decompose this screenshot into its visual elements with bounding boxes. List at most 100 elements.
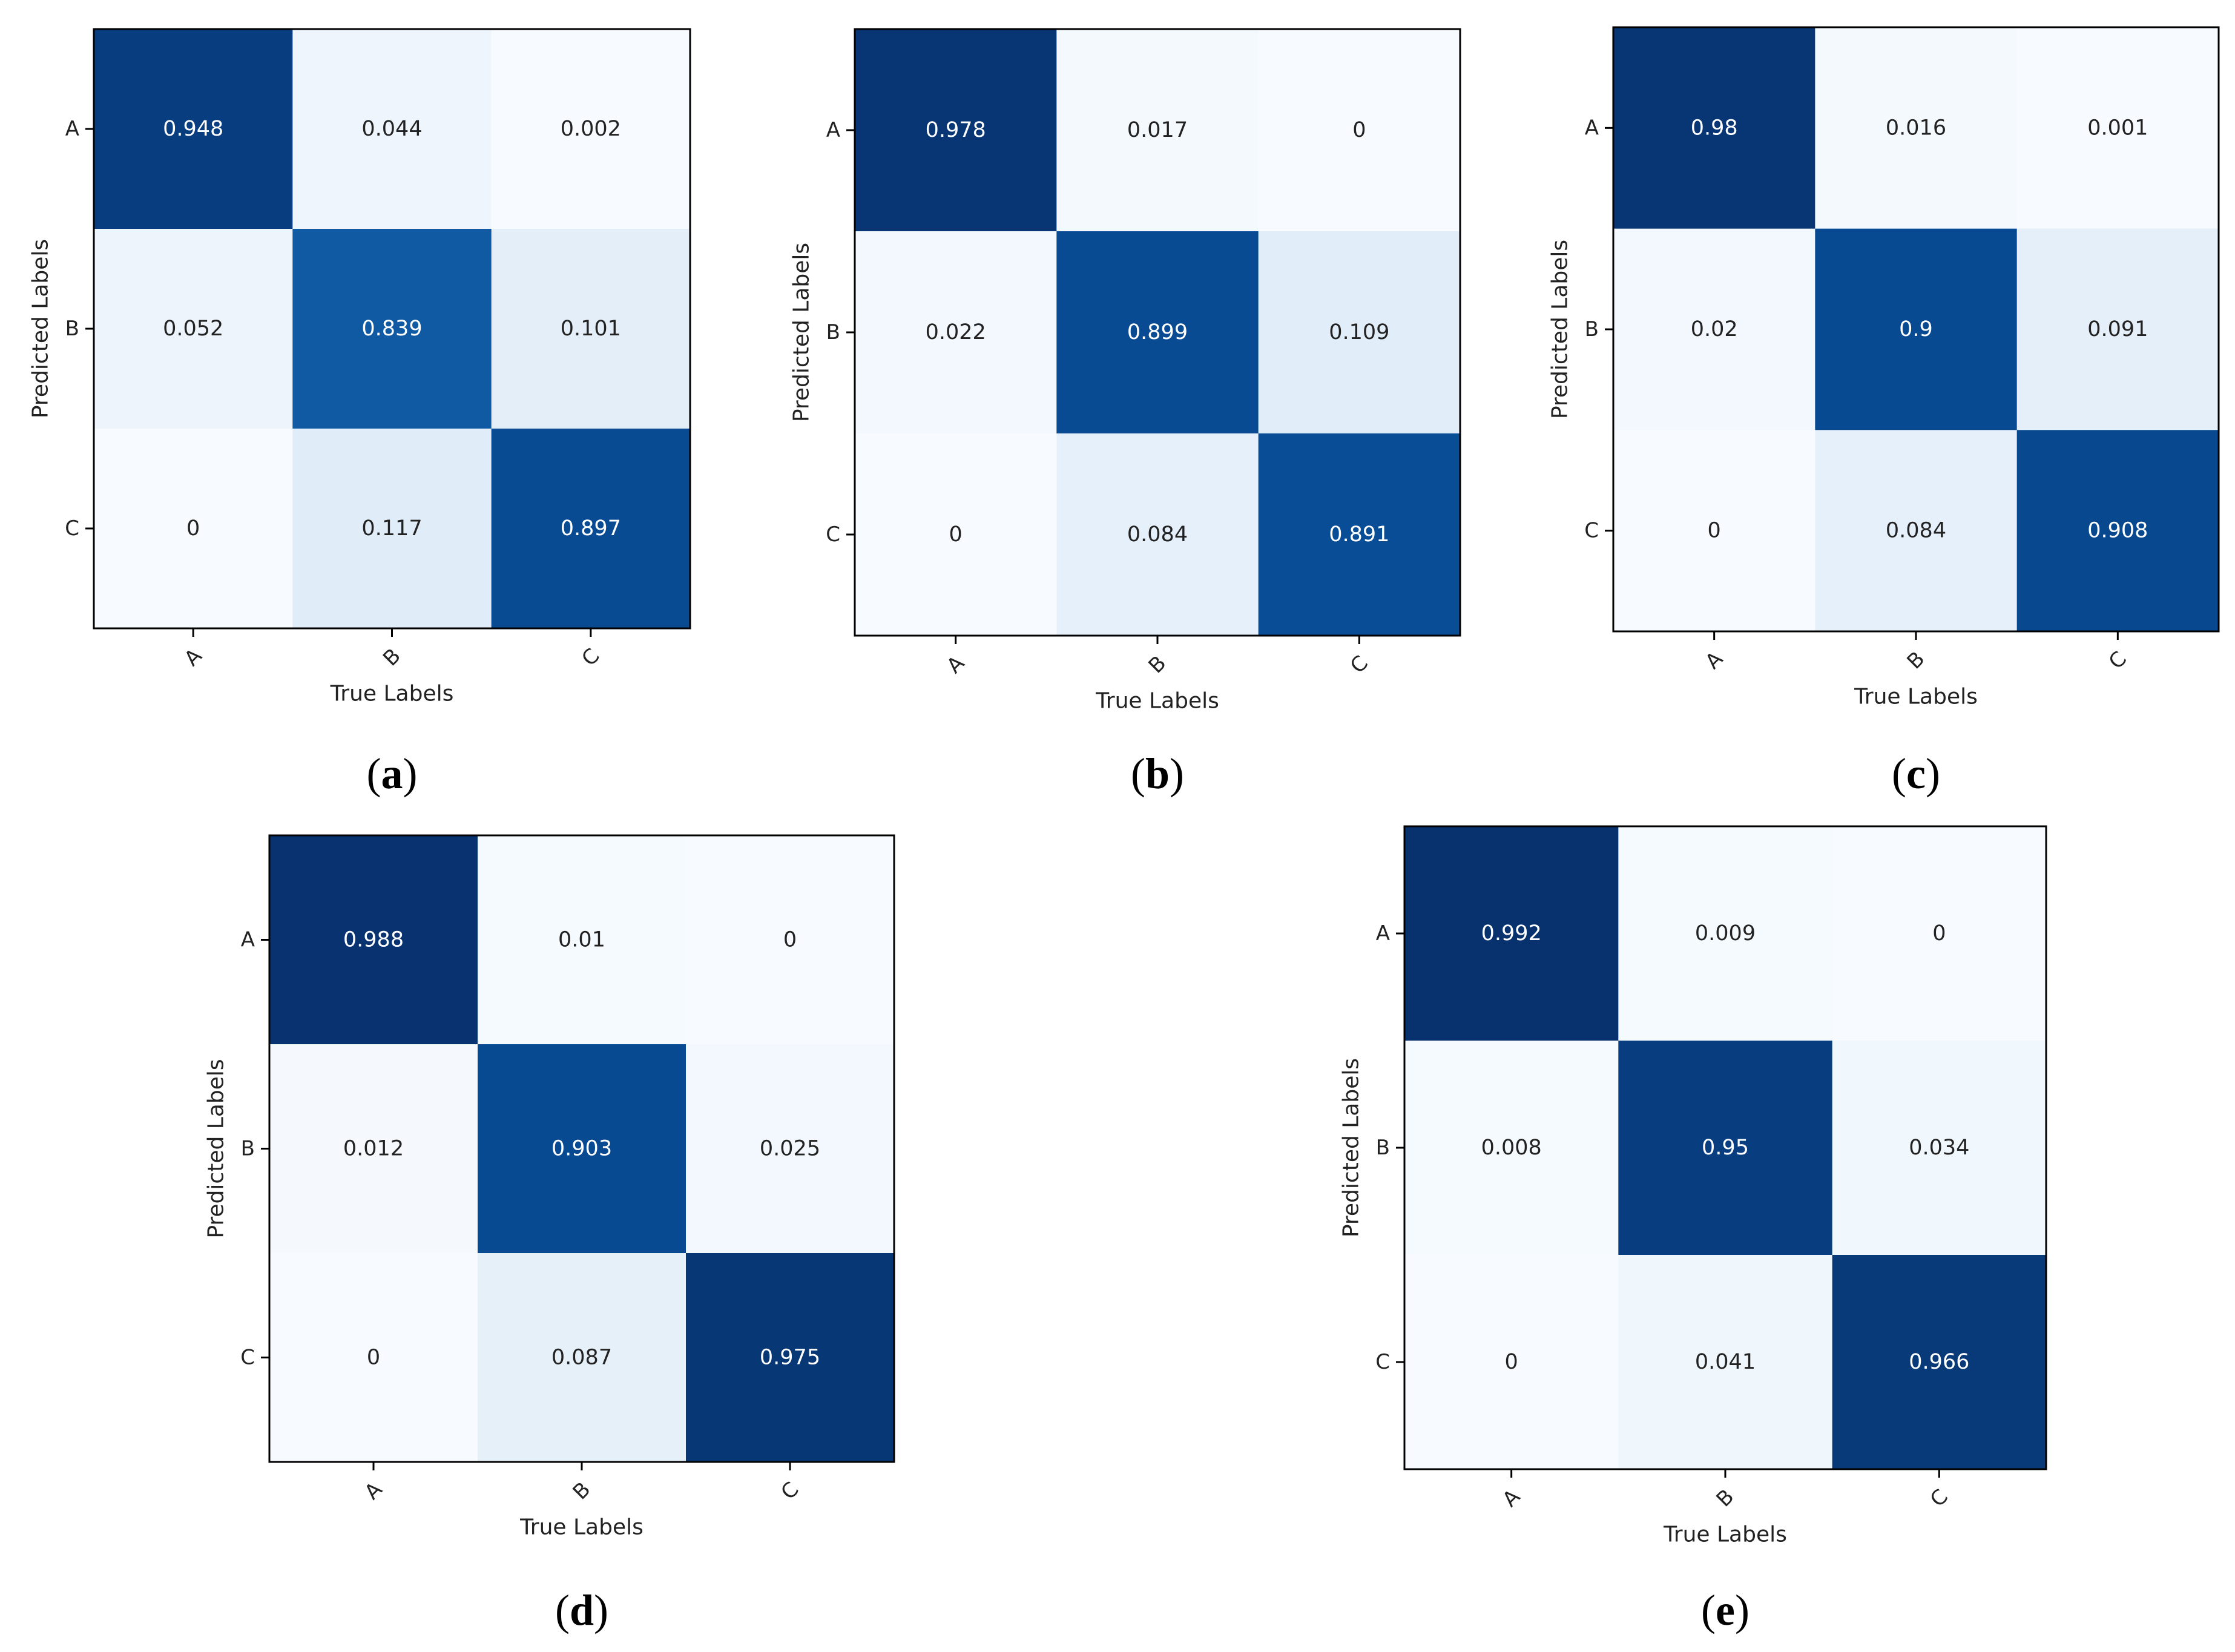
heatmap-cell: [1056, 29, 1259, 232]
heatmap-cell: [491, 429, 691, 629]
cell-value-label: 0.9: [1899, 317, 1933, 341]
x-axis-label: True Labels: [1095, 689, 1219, 714]
heatmap-cell: [269, 1044, 478, 1254]
cell-value-label: 0: [783, 928, 797, 952]
cell-value-label: 0.992: [1481, 921, 1542, 946]
panel-caption: (c): [1892, 749, 1940, 798]
cell-value-label: 0.017: [1127, 118, 1188, 142]
cell-value-label: 0.044: [361, 117, 422, 141]
cell-value-label: 0: [949, 522, 963, 547]
heatmap-cell: [1056, 433, 1259, 636]
cell-value-label: 0.903: [551, 1137, 612, 1161]
cell-value-label: 0.052: [163, 317, 223, 341]
y-tick-label: A: [241, 928, 255, 952]
cell-value-label: 0.02: [1691, 317, 1738, 341]
heatmap-cell: [1258, 433, 1461, 636]
panel-caption: (d): [555, 1586, 608, 1634]
x-tick-label: C: [2104, 647, 2131, 674]
cell-value-label: 0.948: [163, 117, 223, 141]
heatmap-cell: [855, 433, 1057, 636]
heatmap-cell: [269, 1253, 478, 1463]
x-tick-label: A: [1700, 647, 1728, 674]
heatmap-cell: [478, 835, 686, 1045]
heatmap-cell: [1618, 826, 1833, 1041]
heatmap-cell: [292, 429, 492, 629]
cell-value-label: 0.012: [343, 1137, 404, 1161]
y-tick-label: C: [65, 516, 79, 541]
heatmap-cell: [478, 1044, 686, 1254]
cell-value-label: 0.009: [1695, 921, 1756, 946]
heatmap-cell: [855, 29, 1057, 232]
cell-value-label: 0.01: [558, 928, 605, 952]
heatmap-cell: [1056, 231, 1259, 434]
heatmap-cell: [491, 29, 691, 229]
x-tick-label: A: [1498, 1485, 1525, 1512]
x-axis-label: True Labels: [519, 1515, 644, 1540]
heatmap-cell: [2016, 228, 2219, 430]
heatmap-cell: [1832, 826, 2047, 1041]
y-axis-label: Predicted Labels: [1339, 1058, 1364, 1237]
cell-value-label: 0.101: [561, 317, 621, 341]
y-tick-label: B: [65, 317, 79, 341]
cell-value-label: 0.084: [1886, 519, 1946, 543]
y-tick-label: B: [826, 320, 840, 344]
x-tick-label: B: [1144, 651, 1171, 679]
y-tick-label: C: [826, 522, 840, 547]
heatmap-cell: [686, 1044, 895, 1254]
cell-value-label: 0.839: [361, 317, 422, 341]
panel-caption: (a): [367, 749, 418, 798]
heatmap-cell: [1258, 231, 1461, 434]
cell-value-label: 0.022: [926, 320, 986, 344]
cell-value-label: 0: [1708, 519, 1721, 543]
cell-value-label: 0: [1352, 118, 1366, 142]
cell-value-label: 0.008: [1481, 1136, 1542, 1160]
cell-value-label: 0.975: [760, 1346, 820, 1370]
cell-value-label: 0.908: [2087, 519, 2148, 543]
heatmap-cell: [94, 29, 293, 229]
heatmap-cell: [686, 835, 895, 1045]
cell-value-label: 0: [1932, 921, 1946, 946]
y-axis-label: Predicted Labels: [28, 239, 53, 418]
x-tick-label: C: [577, 643, 604, 671]
cell-value-label: 0.084: [1127, 522, 1188, 547]
heatmap-cell: [1613, 228, 1815, 430]
heatmap-cell: [855, 231, 1057, 434]
heatmap-cell: [269, 835, 478, 1045]
y-tick-label: C: [1584, 519, 1599, 543]
cell-value-label: 0.016: [1886, 116, 1946, 140]
heatmap-cell: [1613, 430, 1815, 632]
heatmap-cell: [292, 29, 492, 229]
heatmap-cell: [1613, 27, 1815, 229]
cell-value-label: 0.002: [561, 117, 621, 141]
y-tick-label: B: [1585, 317, 1599, 341]
heatmap-cell: [1815, 430, 2018, 632]
heatmap-cell: [1815, 27, 2018, 229]
heatmap-cell: [478, 1253, 686, 1463]
cell-value-label: 0.966: [1909, 1350, 1969, 1374]
heatmap-cell: [1832, 1041, 2047, 1255]
cell-value-label: 0.897: [561, 516, 621, 541]
heatmap-cell: [94, 229, 293, 429]
y-axis-label: Predicted Labels: [1548, 240, 1573, 419]
cell-value-label: 0.109: [1329, 320, 1389, 344]
y-axis-label: Predicted Labels: [204, 1059, 229, 1238]
cell-value-label: 0.025: [760, 1137, 820, 1161]
heatmap-cell: [2016, 430, 2219, 632]
x-tick-label: B: [1712, 1485, 1739, 1512]
y-tick-label: A: [65, 117, 79, 141]
heatmap-cell: [1618, 1041, 1833, 1255]
x-axis-label: True Labels: [1854, 685, 1978, 709]
x-tick-label: C: [776, 1477, 803, 1504]
x-tick-label: A: [180, 644, 207, 671]
cell-value-label: 0.087: [551, 1346, 612, 1370]
y-tick-label: B: [1376, 1136, 1390, 1160]
heatmap-cell: [94, 429, 293, 629]
cell-value-label: 0.891: [1329, 522, 1389, 547]
cell-value-label: 0.899: [1127, 320, 1188, 344]
heatmap-cell: [686, 1253, 895, 1463]
heatmap-cell: [491, 229, 691, 429]
